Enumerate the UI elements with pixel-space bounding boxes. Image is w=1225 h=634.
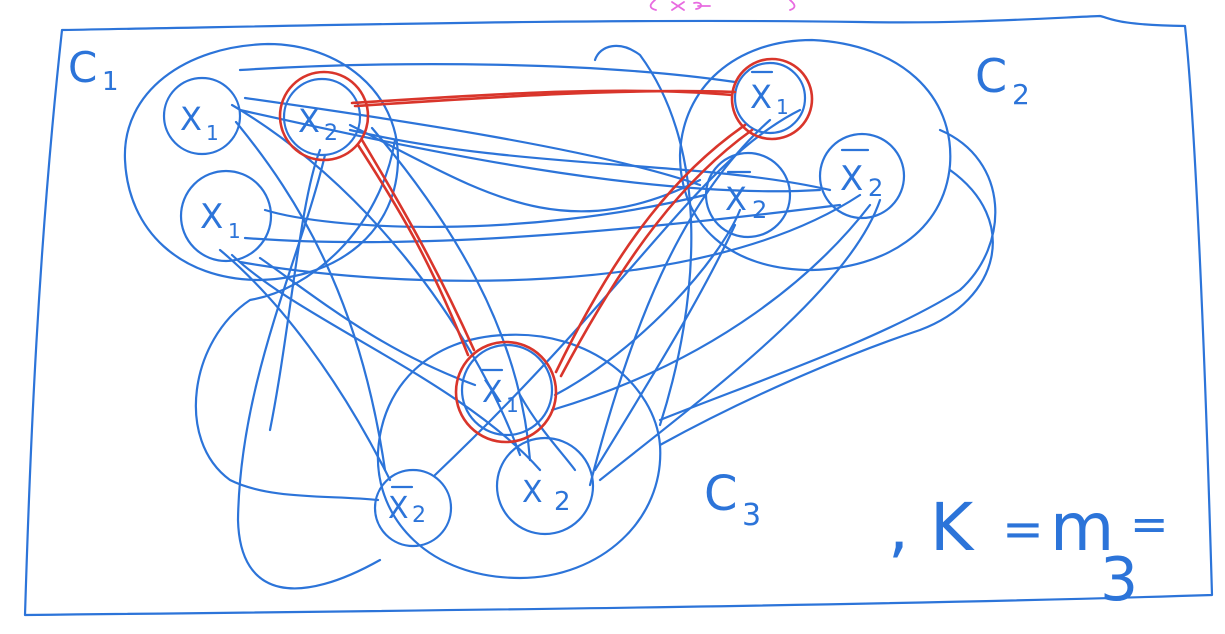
vertex-subscript: 2 (868, 174, 883, 202)
vertex-label: X (180, 100, 202, 138)
clique-vertex-c3-not-x1 (454, 340, 558, 444)
equation-value: 3 (1100, 545, 1138, 615)
edge (348, 128, 832, 192)
clique-vertex-c1-x2 (278, 70, 370, 162)
edge (234, 120, 387, 472)
vertex-circles (162, 61, 906, 548)
edge (263, 193, 707, 228)
vertex-c2-not-x2-left (704, 151, 792, 239)
vertex-label: X (482, 375, 503, 410)
edge (238, 108, 822, 193)
clique-edge (350, 89, 734, 105)
clique-edge (353, 89, 737, 108)
cluster-c1-label: C (68, 43, 97, 92)
cluster-c3-subscript: 3 (742, 498, 761, 533)
clique-edge (360, 138, 476, 352)
vertex-c2-not-x2-right (818, 132, 906, 220)
equation-equals: = (1002, 500, 1044, 558)
edge (230, 253, 542, 472)
vertex-c3-not-x2 (373, 468, 453, 548)
vertex-c3-x2 (495, 436, 595, 536)
outer-frame (23, 14, 1214, 617)
vertex-label: X (840, 159, 863, 199)
cluster-c2-subscript: 2 (1012, 78, 1030, 111)
vertex-subscript: 1 (776, 95, 789, 119)
edge (598, 198, 882, 482)
cluster-c3-boundary (376, 333, 662, 580)
vertex-subscript: 2 (554, 487, 571, 517)
vertex-subscript: 1 (228, 219, 241, 243)
vertex-subscript: 1 (506, 393, 519, 417)
cluster-boundaries (123, 38, 952, 580)
clique-edge (356, 143, 470, 357)
clique-vertex-c2-not-x1 (730, 57, 814, 141)
edge (258, 256, 477, 387)
cluster-c2-label: C (975, 49, 1007, 103)
top-scribble (649, 0, 796, 11)
edge (433, 108, 802, 477)
enveloping-loops (194, 44, 997, 590)
cluster-c2-boundary (678, 38, 952, 272)
equation-equals-trailing: = (1130, 497, 1169, 551)
vertex-label: X (750, 78, 772, 116)
vertex-label: X (200, 197, 223, 237)
edge (230, 103, 522, 457)
cluster-c1-subscript: 1 (102, 67, 119, 97)
equation-k: , K (888, 489, 975, 566)
edge (348, 123, 702, 213)
vertex-subscript: 2 (412, 503, 426, 528)
vertex-c1-x1-bottom (179, 169, 273, 263)
clique-highlight (278, 57, 814, 444)
vertex-c1-x2 (282, 77, 362, 157)
edge (593, 223, 737, 472)
edge (268, 148, 322, 432)
vertex-subscript: 2 (324, 121, 338, 146)
vertex-label: X (298, 102, 320, 140)
edge (218, 248, 392, 482)
vertex-label: X (388, 491, 409, 526)
vertex-subscript: 1 (206, 121, 219, 145)
vertex-c1-x1-top (162, 76, 242, 156)
vertex-subscript: 2 (752, 196, 767, 224)
edge (550, 203, 872, 412)
k-equals-m-equation: , K = m = 3 (888, 489, 1169, 615)
edge (243, 203, 842, 244)
cluster-c3-label: C (704, 466, 738, 522)
equation-m: m (1050, 489, 1114, 566)
vertex-label: X (725, 180, 747, 218)
vertex-c2-not-x1 (733, 61, 807, 135)
cluster-c1-boundary (123, 42, 400, 282)
clique-edge (554, 123, 747, 374)
cluster-labels: C 1 C 2 C 3 (68, 43, 1030, 533)
vertex-label: X (522, 475, 543, 510)
edge (243, 96, 702, 187)
vertex-c3-not-x1 (460, 343, 554, 437)
vertex-labels: X 1 X 2 X 1 X 1 X 2 X 2 X 1 X 2 X 2 (180, 70, 883, 528)
edge (553, 208, 742, 397)
edge (238, 63, 737, 84)
clique-edge (559, 128, 754, 378)
edge (238, 193, 862, 282)
